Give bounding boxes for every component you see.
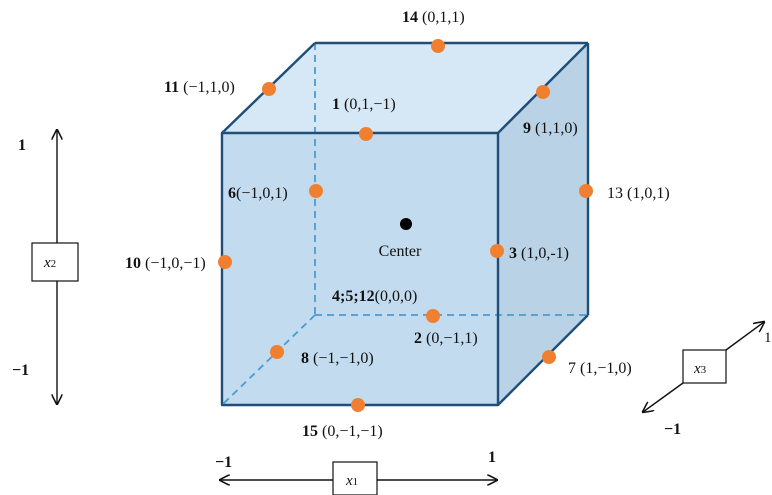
label-point-11: 11 (−1,1,0) [164,79,235,96]
label-point-2: 2 (0,−1,1) [414,330,478,347]
hidden-edge-bottom-left [221,314,316,406]
label-point-7: 7 (1,−1,0) [568,360,632,377]
point-14 [431,39,445,53]
x2-axis-label: x2 [43,255,56,271]
design-points [218,39,593,412]
x2-axis-box [31,242,79,282]
cube-front-face [222,133,498,405]
x1-axis-box [332,461,378,495]
x3-axis-min: −1 [664,421,681,438]
x1-axis-max: 1 [488,449,496,466]
x1-axis-label: x1 [345,473,358,489]
x2-axis: x2 1 −1 [12,130,79,404]
visible-edges [220,41,590,407]
point-1 [359,127,373,141]
point-4-5-12 [426,309,440,323]
x3-axis-arrow-down-left [643,382,684,412]
x2-axis-max: 1 [18,137,26,154]
point-13 [579,184,593,198]
label-point-13: 13 (1,0,1) [607,185,670,202]
x3-axis: x3 −1 1 [643,322,772,438]
label-point-3: 3 (1,0,-1) [509,245,569,262]
center-point [400,218,412,230]
label-point-8: 8 (−1,−1,0) [301,350,374,367]
label-point-6: 6(−1,0,1) [228,185,288,202]
x1-axis: x1 −1 1 [215,449,497,495]
point-7 [542,350,556,364]
hidden-edges [221,43,588,406]
point-3 [490,244,504,258]
x3-axis-max: 1 [764,330,772,346]
point-9 [536,85,550,99]
label-point-10: 10 (−1,0,−1) [125,255,206,272]
label-point-14: 14 (0,1,1) [402,9,465,26]
x2-axis-min: −1 [12,362,29,379]
point-10 [218,255,232,269]
label-point-15: 15 (0,−1,−1) [302,423,383,440]
x1-axis-min: −1 [215,454,232,471]
point-labels: 14 (0,1,1) 11 (−1,1,0) 1 (0,1,−1) 9 (1,1… [125,9,670,440]
point-6 [309,184,323,198]
center-label: Center [379,243,422,260]
x3-axis-box [682,349,727,384]
x3-axis-label: x3 [693,361,707,377]
point-8 [270,345,284,359]
label-point-1: 1 (0,1,−1) [332,96,396,113]
label-point-9: 9 (1,1,0) [523,120,578,137]
point-15 [351,398,365,412]
point-11 [262,82,276,96]
label-point-4-5-12: 4;5;12(0,0,0) [332,288,417,305]
x3-axis-arrow-up-right [725,322,764,351]
cube-top-face [222,43,588,133]
